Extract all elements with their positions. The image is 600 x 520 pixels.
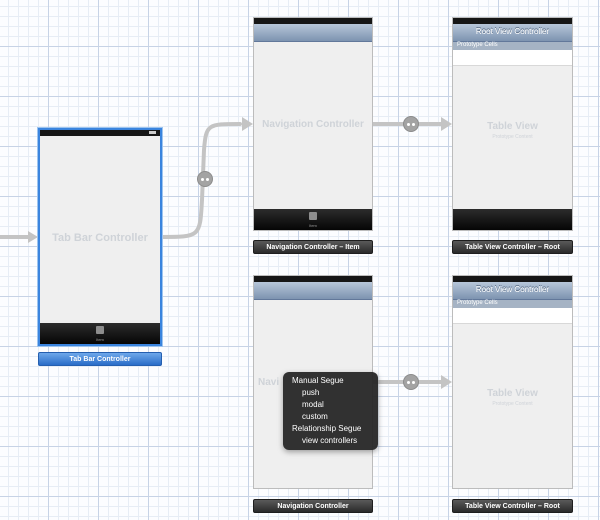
section-label: Prototype Cells xyxy=(457,42,498,48)
status-bar xyxy=(254,276,372,282)
table-view-title: Table View xyxy=(487,121,538,132)
menu-item-custom[interactable]: custom xyxy=(302,412,328,421)
tab-bar[interactable]: Item xyxy=(40,323,160,344)
scene-label-tab-bar-controller[interactable]: Tab Bar Controller xyxy=(38,352,162,366)
tab-bar[interactable]: Item xyxy=(254,209,372,230)
battery-icon xyxy=(149,131,156,134)
relationship-segue-icon[interactable] xyxy=(197,171,213,187)
tab-bar[interactable] xyxy=(453,209,572,230)
manual-segue-header: Manual Segue xyxy=(292,376,344,385)
tab-item-icon[interactable] xyxy=(309,212,317,220)
navigation-bar: Root View Controller xyxy=(453,24,572,42)
menu-item-modal[interactable]: modal xyxy=(302,400,324,409)
nav-title: Root View Controller xyxy=(475,27,550,36)
table-view-controller-scene-bottom[interactable]: Root View Controller Prototype Cells Tab… xyxy=(452,275,573,489)
navigation-bar xyxy=(254,24,372,42)
table-view-subtitle: Prototype Content xyxy=(492,401,533,407)
root-arrowhead-top xyxy=(441,117,452,131)
root-segue-icon-top[interactable] xyxy=(403,116,419,132)
scene-label-table-view-controller-root-bottom[interactable]: Table View Controller – Root xyxy=(452,499,573,513)
relationship-segue-header: Relationship Segue xyxy=(292,424,362,433)
tab-item-icon[interactable] xyxy=(96,326,104,334)
scene-label-table-view-controller-root-top[interactable]: Table View Controller – Root xyxy=(452,240,573,254)
root-segue-icon-bottom[interactable] xyxy=(403,374,419,390)
tab-item-label: Item xyxy=(96,337,104,342)
table-view-title: Table View xyxy=(487,388,538,399)
relationship-arrowhead xyxy=(242,117,253,131)
status-bar xyxy=(453,18,572,24)
tab-item-label: Item xyxy=(309,223,317,228)
menu-item-push[interactable]: push xyxy=(302,388,320,397)
prototype-cells-header: Prototype Cells xyxy=(453,300,572,308)
prototype-cells-header: Prototype Cells xyxy=(453,42,572,50)
nav-title: Root View Controller xyxy=(475,285,550,294)
segue-type-menu[interactable]: Manual Segue push modal custom Relations… xyxy=(283,372,378,450)
scene-title: Tab Bar Controller xyxy=(52,232,148,244)
menu-item-view-controllers[interactable]: view controllers xyxy=(302,436,358,445)
scene-label-navigation-controller[interactable]: Navigation Controller xyxy=(253,499,373,513)
root-arrowhead-bottom xyxy=(441,375,452,389)
table-view-controller-scene-top[interactable]: Root View Controller Prototype Cells Tab… xyxy=(452,17,573,231)
status-bar xyxy=(453,276,572,282)
scene-title-fragment: Navi xyxy=(258,377,280,388)
status-bar xyxy=(40,130,160,136)
scene-title: Navigation Controller xyxy=(262,119,364,130)
tab-bar-controller-scene[interactable]: Tab Bar Controller Item xyxy=(38,128,162,346)
scene-label-navigation-controller-item[interactable]: Navigation Controller – Item xyxy=(253,240,373,254)
prototype-cell[interactable] xyxy=(453,50,572,66)
table-view-subtitle: Prototype Content xyxy=(492,134,533,140)
relationship-segue-line xyxy=(159,122,242,239)
navigation-bar: Root View Controller xyxy=(453,282,572,300)
prototype-cell[interactable] xyxy=(453,308,572,324)
section-label: Prototype Cells xyxy=(457,300,498,306)
navigation-controller-scene-top[interactable]: Navigation Controller Item xyxy=(253,17,373,231)
navigation-bar xyxy=(254,282,372,300)
status-bar xyxy=(254,18,372,24)
initial-arrowhead xyxy=(28,231,38,243)
